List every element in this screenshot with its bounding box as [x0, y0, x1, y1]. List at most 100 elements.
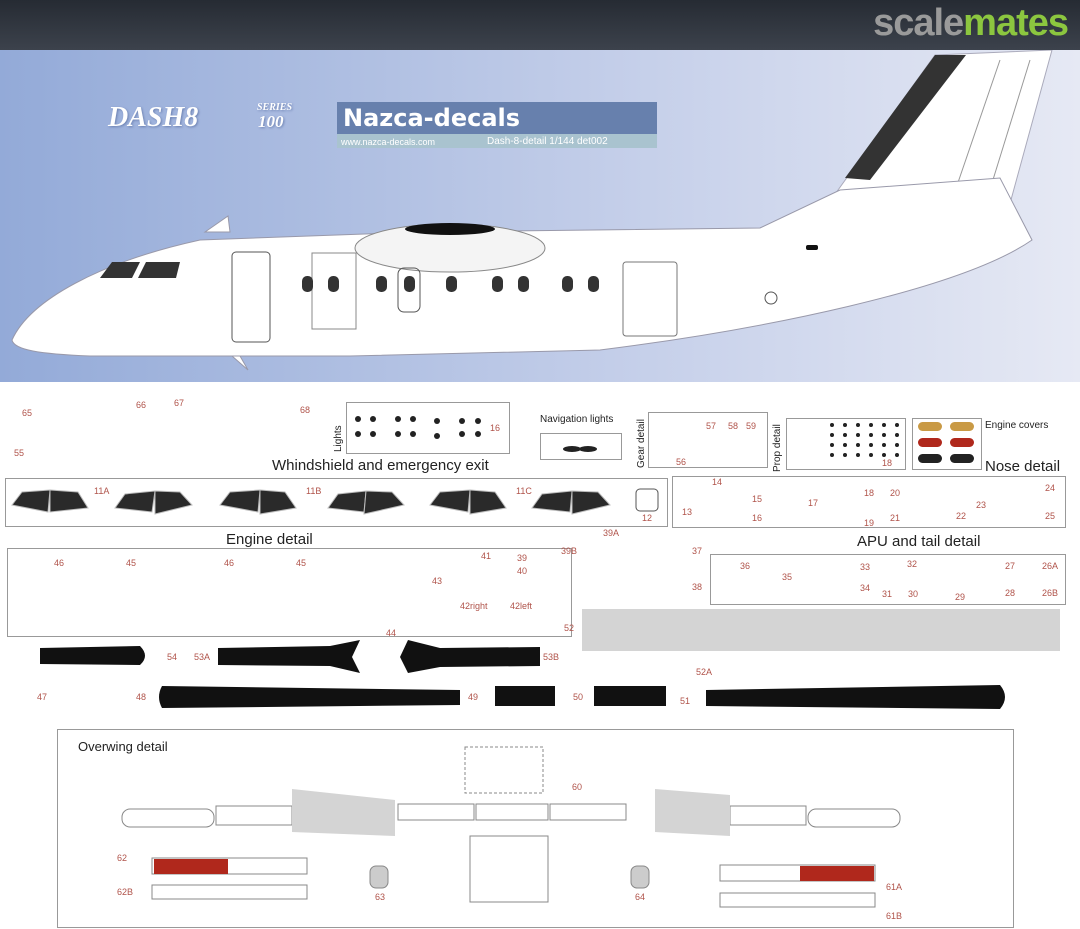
part-number-label: 64	[635, 892, 646, 902]
part-number-label: 25	[1045, 511, 1056, 521]
part-number-label: 57	[706, 421, 717, 431]
part-number-label: 26B	[1042, 588, 1059, 598]
windshield-box	[5, 478, 668, 527]
part-number-label: 29	[955, 592, 966, 602]
nazca-decals-banner: Nazca-decals www.nazca-decals.com Dash-8…	[337, 102, 657, 148]
red-strip-61A	[800, 866, 874, 881]
part-number-label: 52A	[696, 667, 713, 677]
stripe-decals	[40, 640, 1005, 709]
part-number-label: 63	[375, 892, 386, 902]
part-number-label: 48	[136, 692, 147, 702]
lights-title: Lights	[333, 425, 344, 452]
part-number-label: 26A	[1042, 561, 1059, 571]
engine-cover-decals	[918, 422, 974, 463]
part-number-label: 30	[908, 589, 919, 599]
passenger-windows	[302, 276, 599, 292]
part-number-label: 38	[692, 582, 703, 592]
part-number-label: 11C	[516, 486, 532, 496]
part-number-label: 17	[808, 498, 819, 508]
windshield-title: Whindshield and emergency exit	[272, 457, 489, 474]
part-number-label: 39A	[603, 528, 620, 538]
part-number-label: 45	[296, 558, 307, 568]
part-number-label: 16	[490, 423, 501, 433]
part-number-label: 16	[752, 513, 763, 523]
aircraft-profile-banner: DASH8 SERIES 100 Nazca-decals www.nazca-…	[0, 49, 1080, 382]
part-number-label: 13	[682, 507, 693, 517]
part-number-label: 22	[956, 511, 967, 521]
scalemates-logo: scalemates	[873, 2, 1069, 44]
decal-parts	[11, 416, 1005, 908]
part-number-label: 56	[676, 457, 687, 467]
apu-tail-box	[710, 554, 1066, 605]
part-number-label: 27	[1005, 561, 1016, 571]
engine-detail-title: Engine detail	[226, 531, 313, 548]
navigation-lights-box	[540, 433, 622, 460]
engine-detail-box	[7, 548, 572, 637]
part-number-label: 58	[728, 421, 739, 431]
part-number-label: 54	[167, 652, 178, 662]
prop-detail-title: Prop detail	[772, 424, 783, 472]
part-number-label: 46	[54, 558, 65, 568]
engine-covers-title: Engine covers	[985, 420, 1049, 431]
part-number-label: 42left	[510, 601, 533, 611]
lights-box	[346, 402, 510, 454]
part-number-label: 43	[432, 576, 443, 586]
part-number-label: 11A	[94, 486, 110, 496]
part-number-label: 39B	[561, 546, 578, 556]
part-number-label: 35	[782, 572, 793, 582]
part-number-label: 41	[481, 551, 492, 561]
wing-tip	[203, 215, 231, 233]
engine-covers-box	[912, 418, 982, 470]
prop-dots	[830, 423, 899, 457]
part-number-label: 51	[680, 696, 691, 706]
part-number-label: 15	[752, 494, 763, 504]
part-number-label: 42right	[460, 601, 488, 611]
dash8-logo: DASH8	[108, 102, 199, 133]
part-52-panel	[582, 609, 1060, 651]
part-number-label: 19	[864, 518, 875, 528]
part-number-label: 61A	[886, 882, 903, 892]
windshield-decals	[11, 489, 611, 515]
fuselage	[11, 177, 1033, 357]
part-number-label: 47	[37, 692, 48, 702]
part-number-label: 24	[1045, 483, 1056, 493]
part-number-label: 33	[860, 562, 871, 572]
part-number-label: 44	[386, 628, 397, 638]
prop-detail-box	[786, 418, 906, 470]
part-number-label: 49	[468, 692, 479, 702]
part-number-label: 11B	[306, 486, 322, 496]
part-number-label: 36	[740, 561, 751, 571]
part-number-label: 62B	[117, 887, 134, 897]
part-number-label: 32	[907, 559, 918, 569]
part-number-label: 18	[882, 458, 893, 468]
part-number-label: 67	[174, 398, 185, 408]
gear-detail-title: Gear detail	[636, 419, 647, 468]
part-number-label: 34	[860, 583, 871, 593]
fin-leading-edge	[845, 55, 966, 180]
part-number-label: 31	[882, 589, 893, 599]
red-strip-62	[154, 859, 228, 874]
nose-detail-box	[672, 476, 1066, 528]
lights-dots	[355, 416, 481, 439]
part-number-label: 68	[300, 405, 311, 415]
part-number-label: 14	[712, 477, 723, 487]
part-number-label: 18	[864, 488, 875, 498]
part-number-label: 12	[642, 513, 653, 523]
navigation-lights-title: Navigation lights	[540, 414, 614, 425]
part-number-label: 53A	[194, 652, 211, 662]
part-number-label: 39	[517, 553, 528, 563]
part-number-label: 40	[517, 566, 528, 576]
part-number-label: 52	[564, 623, 575, 633]
part-number-label: 65	[22, 408, 33, 418]
nose-detail-title: Nose detail	[985, 458, 1061, 475]
part-number-label: 66	[136, 400, 147, 410]
part-number-label: 61B	[886, 911, 903, 921]
part-number-label: 60	[572, 782, 583, 792]
part-number-label: 20	[890, 488, 901, 498]
door	[231, 251, 271, 343]
overwing-detail-box	[57, 729, 1014, 928]
overwing-panels	[121, 746, 901, 908]
cockpit-window	[100, 262, 140, 278]
part-number-label: 50	[573, 692, 584, 702]
part-number-label: 59	[746, 421, 757, 431]
